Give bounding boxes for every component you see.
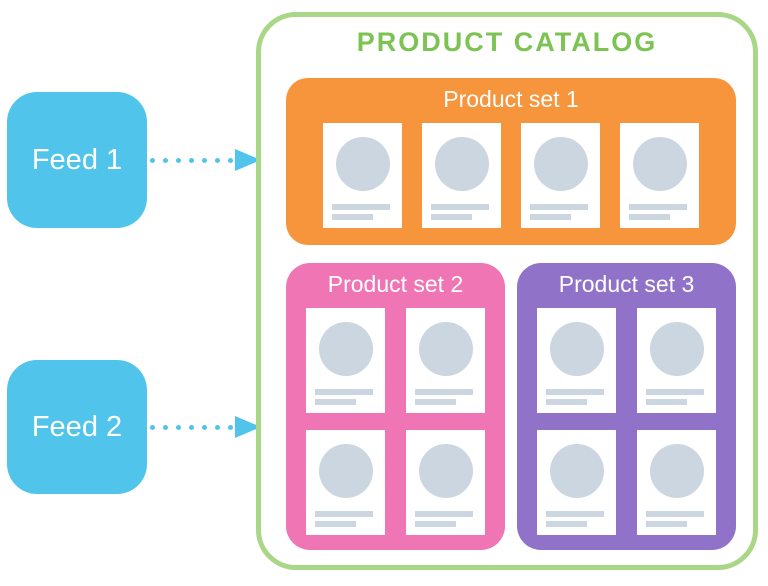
product-card — [406, 430, 485, 535]
product-text-line-placeholder — [546, 389, 604, 395]
product-text-line-placeholder — [415, 521, 456, 527]
feed-2-box: Feed 2 — [7, 360, 147, 494]
product-catalog-title: PRODUCT CATALOG — [356, 27, 658, 57]
product-text-line-placeholder — [315, 389, 373, 395]
product-image-placeholder — [318, 444, 373, 498]
arrow-dot — [176, 157, 181, 163]
product-text-line-placeholder — [530, 204, 588, 210]
product-text-line-placeholder — [415, 389, 473, 395]
product-image-placeholder — [632, 137, 687, 191]
product-text-line-placeholder — [646, 399, 687, 405]
feed-1-arrow-dots — [150, 157, 233, 163]
product-text-line-placeholder — [415, 511, 473, 517]
product-card — [323, 123, 402, 228]
arrow-dot — [176, 424, 181, 430]
product-image-placeholder — [549, 444, 604, 498]
product-set-3: Product set 3 — [517, 263, 736, 550]
arrow-dot — [202, 424, 207, 430]
product-text-line-placeholder — [315, 511, 373, 517]
feed-2-label: Feed 2 — [31, 410, 123, 443]
product-card — [306, 308, 385, 413]
product-text-line-placeholder — [332, 204, 390, 210]
product-text-line-placeholder — [629, 204, 687, 210]
product-card — [537, 430, 616, 535]
feed-1-label: Feed 1 — [31, 143, 123, 176]
product-text-line-placeholder — [315, 521, 356, 527]
arrow-dot — [150, 157, 155, 163]
product-image-placeholder — [649, 322, 704, 376]
arrow-dot — [228, 424, 233, 430]
product-set-2-cards — [306, 308, 485, 535]
product-set-1-cards — [286, 123, 736, 228]
product-text-line-placeholder — [646, 521, 687, 527]
product-image-placeholder — [335, 137, 390, 191]
product-text-line-placeholder — [629, 214, 670, 220]
product-set-2-label: Product set 2 — [327, 271, 464, 297]
product-text-line-placeholder — [530, 214, 571, 220]
product-text-line-placeholder — [332, 214, 373, 220]
product-text-line-placeholder — [546, 399, 587, 405]
product-text-line-placeholder — [646, 389, 704, 395]
feed-2-arrow — [150, 416, 261, 438]
arrow-dot — [150, 424, 155, 430]
product-text-line-placeholder — [546, 511, 604, 517]
product-image-placeholder — [549, 322, 604, 376]
feed-1-box: Feed 1 — [7, 92, 147, 228]
product-set-1-label: Product set 1 — [443, 86, 579, 112]
product-text-line-placeholder — [546, 521, 587, 527]
feed-2-arrowhead-icon — [235, 416, 261, 438]
product-card — [637, 430, 716, 535]
arrow-dot — [163, 424, 168, 430]
product-card — [422, 123, 501, 228]
product-image-placeholder — [418, 322, 473, 376]
product-image-placeholder — [533, 137, 588, 191]
product-set-3-label: Product set 3 — [558, 271, 695, 297]
product-card — [637, 308, 716, 413]
feed-1-arrow — [150, 149, 261, 171]
product-image-placeholder — [434, 137, 489, 191]
product-image-placeholder — [318, 322, 373, 376]
product-text-line-placeholder — [431, 214, 472, 220]
product-text-line-placeholder — [431, 204, 489, 210]
feed-1-arrowhead-icon — [235, 149, 261, 171]
arrow-dot — [189, 157, 194, 163]
product-set-1: Product set 1 — [286, 78, 736, 245]
product-card — [406, 308, 485, 413]
product-card — [306, 430, 385, 535]
feed-2-arrow-dots — [150, 424, 233, 430]
product-image-placeholder — [649, 444, 704, 498]
product-card — [620, 123, 699, 228]
arrow-dot — [163, 157, 168, 163]
product-set-3-cards — [537, 308, 716, 535]
product-image-placeholder — [418, 444, 473, 498]
arrow-dot — [215, 157, 220, 163]
product-text-line-placeholder — [315, 399, 356, 405]
arrow-dot — [215, 424, 220, 430]
product-card — [521, 123, 600, 228]
arrow-dot — [228, 157, 233, 163]
product-text-line-placeholder — [646, 511, 704, 517]
arrow-dot — [189, 424, 194, 430]
product-text-line-placeholder — [415, 399, 456, 405]
product-set-2: Product set 2 — [286, 263, 505, 550]
product-card — [537, 308, 616, 413]
arrow-dot — [202, 157, 207, 163]
